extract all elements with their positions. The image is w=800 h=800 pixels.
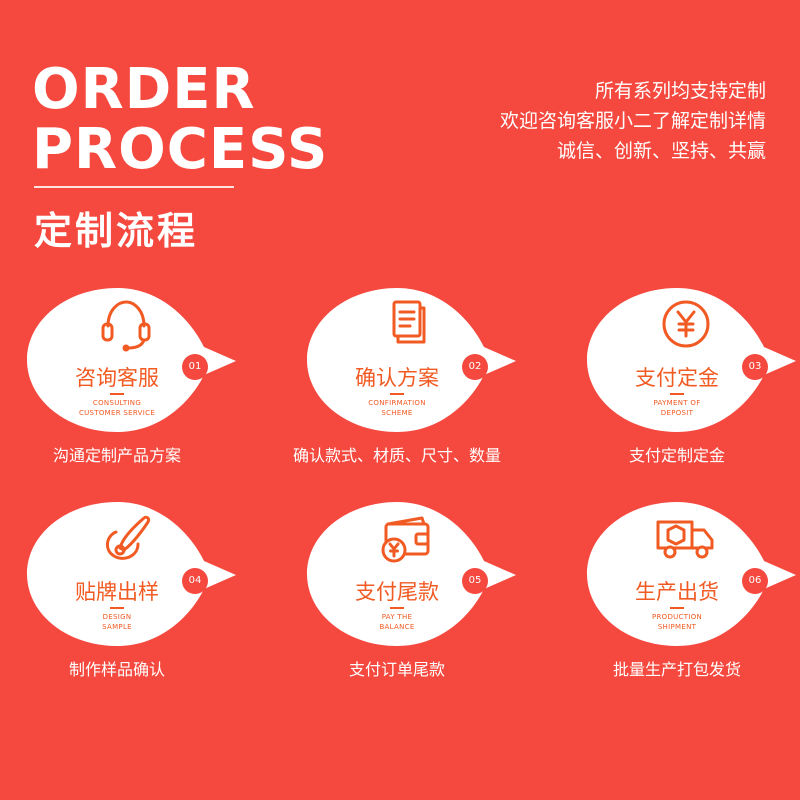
truck-icon: [654, 510, 718, 566]
tagline-line: 欢迎咨询客服小二了解定制详情: [499, 110, 766, 132]
headset-icon: [94, 296, 158, 352]
step-number: 03: [742, 354, 768, 380]
step-divider: [110, 607, 124, 609]
step-subtitle-line: DEPOSIT: [660, 409, 694, 417]
page-subtitle: 定制流程: [34, 209, 199, 253]
tagline: 所有系列均支持定制 欢迎咨询客服小二了解定制详情 诚信、创新、坚持、共赢: [500, 76, 766, 166]
step-subtitle-line: SHIPMENT: [657, 623, 697, 631]
step-number: 01: [182, 354, 208, 380]
step-subtitle-line: SCHEME: [381, 409, 413, 417]
brush-icon: [94, 510, 158, 566]
step-subtitle-line: SAMPLE: [102, 623, 132, 631]
step-subtitle-en: DESIGN SAMPLE: [62, 612, 172, 632]
page-title: ORDER PROCESS: [32, 60, 328, 180]
step-subtitle-line: CONSULTING: [92, 399, 142, 407]
step-description: 支付订单尾款: [348, 660, 445, 679]
drop-card-shape: [307, 502, 516, 646]
step-subtitle-line: CONFIRMATION: [368, 399, 426, 407]
step-card-3: 支付定金 PAYMENT OF DEPOSIT 03 支付定制定金: [582, 286, 800, 486]
step-description: 支付定制定金: [628, 446, 725, 465]
drop-card-shape: [27, 288, 236, 432]
title-line-order: ORDER: [32, 57, 256, 122]
step-subtitle-line: PAYMENT OF: [653, 399, 701, 407]
step-subtitle-en: PRODUCTION SHIPMENT: [622, 612, 732, 632]
drop-card-shape: [587, 288, 796, 432]
yuan-coin-icon: [654, 296, 718, 352]
step-title: 贴牌出样: [75, 580, 159, 604]
step-number: 06: [742, 568, 768, 594]
step-divider: [110, 393, 124, 395]
drop-card-shape: [307, 288, 516, 432]
step-title: 确认方案: [355, 366, 439, 390]
step-subtitle-line: CUSTOMER SERVICE: [78, 409, 156, 417]
step-title: 支付定金: [635, 366, 719, 390]
tagline-line: 诚信、创新、坚持、共赢: [556, 140, 766, 162]
title-divider: [34, 186, 234, 188]
step-title: 支付尾款: [355, 580, 439, 604]
step-title: 咨询客服: [75, 366, 159, 390]
step-card-4: 贴牌出样 DESIGN SAMPLE 04 制作样品确认: [22, 500, 262, 700]
step-card-5: 支付尾款 PAY THE BALANCE 05 支付订单尾款: [302, 500, 542, 700]
step-subtitle-line: DESIGN: [102, 613, 132, 621]
step-title: 生产出货: [635, 580, 719, 604]
step-description: 沟通定制产品方案: [52, 446, 181, 465]
step-divider: [390, 607, 404, 609]
step-card-1: 咨询客服 CONSULTING CUSTOMER SERVICE 01 沟通定制…: [22, 286, 262, 486]
step-subtitle-en: CONSULTING CUSTOMER SERVICE: [62, 398, 172, 418]
wallet-icon: [374, 510, 438, 566]
step-number: 05: [462, 568, 488, 594]
step-number: 04: [182, 568, 208, 594]
step-description: 确认款式、材质、尺寸、数量: [292, 446, 501, 465]
step-subtitle-line: PAY THE: [381, 613, 413, 621]
step-subtitle-en: CONFIRMATION SCHEME: [342, 398, 452, 418]
step-subtitle-line: BALANCE: [379, 623, 415, 631]
step-divider: [670, 393, 684, 395]
step-divider: [390, 393, 404, 395]
step-subtitle-line: PRODUCTION: [651, 613, 703, 621]
step-subtitle-en: PAY THE BALANCE: [342, 612, 452, 632]
drop-card-shape: [587, 502, 796, 646]
tagline-line: 所有系列均支持定制: [594, 80, 766, 102]
document-icon: [374, 296, 438, 352]
step-subtitle-en: PAYMENT OF DEPOSIT: [622, 398, 732, 418]
drop-card-shape: [27, 502, 236, 646]
step-description: 制作样品确认: [68, 660, 165, 679]
title-line-process: PROCESS: [32, 117, 329, 182]
step-number: 02: [462, 354, 488, 380]
step-card-6: 生产出货 PRODUCTION SHIPMENT 06 批量生产打包发货: [582, 500, 800, 700]
step-card-2: 确认方案 CONFIRMATION SCHEME 02 确认款式、材质、尺寸、数…: [293, 286, 542, 486]
step-description: 批量生产打包发货: [612, 660, 741, 679]
step-divider: [670, 607, 684, 609]
